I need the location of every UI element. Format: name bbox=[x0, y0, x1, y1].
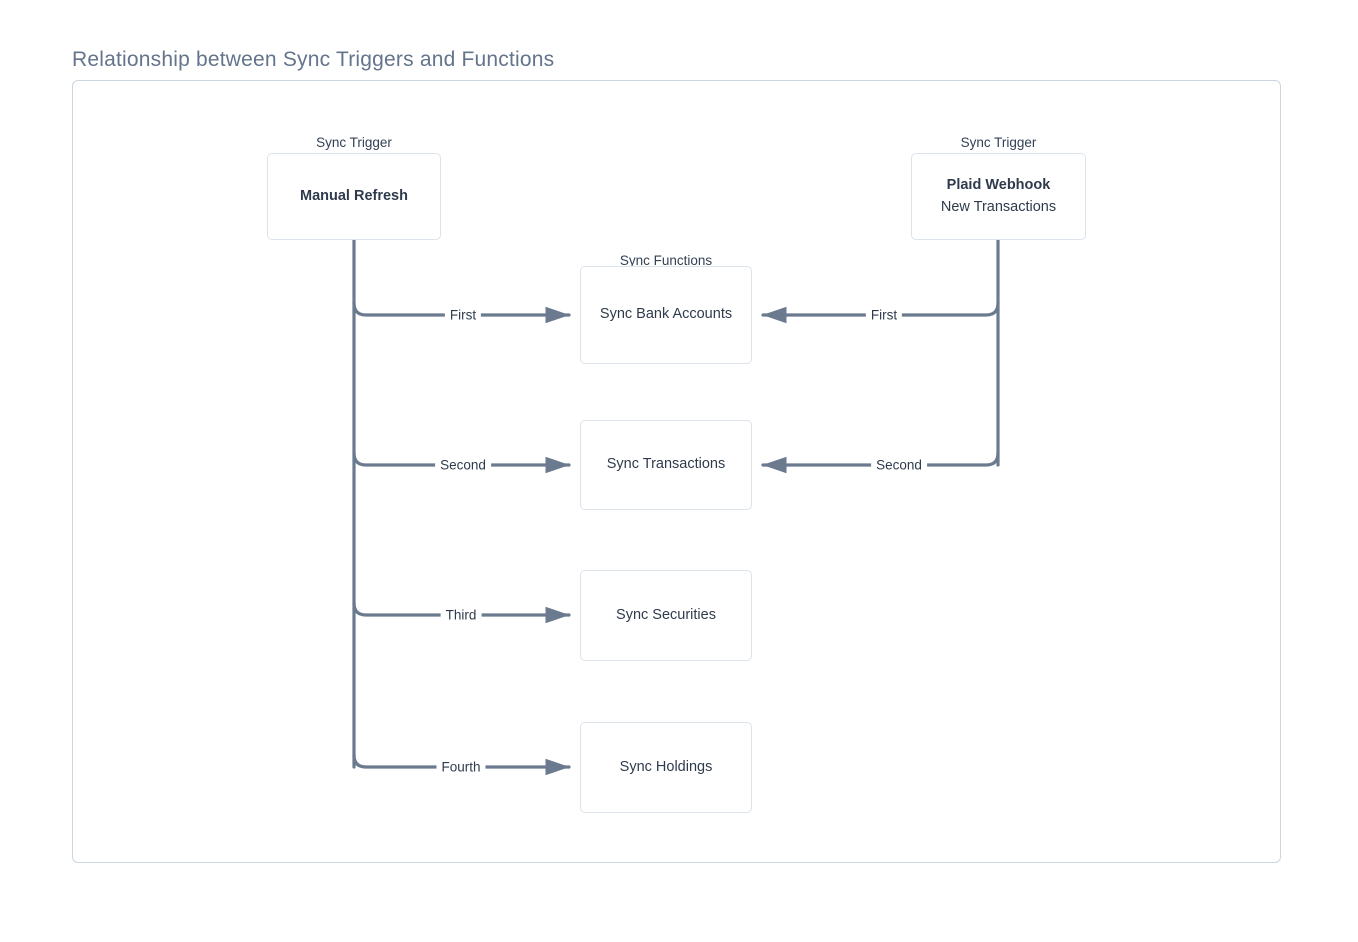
edge-label-manual-refresh-third: Third bbox=[440, 608, 482, 622]
node-manual-refresh-title: Manual Refresh bbox=[300, 187, 408, 204]
group-label-sync-functions: Sync Functions bbox=[619, 253, 713, 268]
node-sync-bank-accounts[interactable]: Sync Bank Accounts bbox=[580, 266, 752, 364]
edge-label-plaid-webhook-second: Second bbox=[871, 458, 927, 472]
node-plaid-webhook-title: Plaid Webhook bbox=[946, 177, 1051, 194]
node-sync-transactions-label: Sync Transactions bbox=[606, 456, 726, 473]
edge-label-plaid-webhook-first: First bbox=[865, 308, 903, 322]
edge-label-manual-refresh-first: First bbox=[444, 308, 482, 322]
edge-label-manual-refresh-fourth: Fourth bbox=[436, 760, 486, 774]
node-sync-securities-label: Sync Securities bbox=[616, 606, 716, 623]
page-title: Relationship between Sync Triggers and F… bbox=[72, 48, 555, 71]
group-label-sync-trigger-right: Sync Trigger bbox=[960, 135, 1037, 150]
node-sync-holdings-label: Sync Holdings bbox=[619, 758, 713, 775]
node-sync-securities[interactable]: Sync Securities bbox=[580, 570, 752, 661]
node-manual-refresh[interactable]: Manual Refresh bbox=[267, 153, 441, 240]
node-sync-transactions[interactable]: Sync Transactions bbox=[580, 420, 752, 510]
node-sync-bank-accounts-label: Sync Bank Accounts bbox=[599, 306, 733, 323]
group-label-sync-trigger-left: Sync Trigger bbox=[316, 135, 392, 150]
edge-label-manual-refresh-second: Second bbox=[435, 458, 491, 472]
node-plaid-webhook[interactable]: Plaid Webhook New Transactions bbox=[911, 153, 1086, 240]
node-plaid-webhook-subtitle: New Transactions bbox=[940, 198, 1057, 215]
node-sync-holdings[interactable]: Sync Holdings bbox=[580, 722, 752, 813]
